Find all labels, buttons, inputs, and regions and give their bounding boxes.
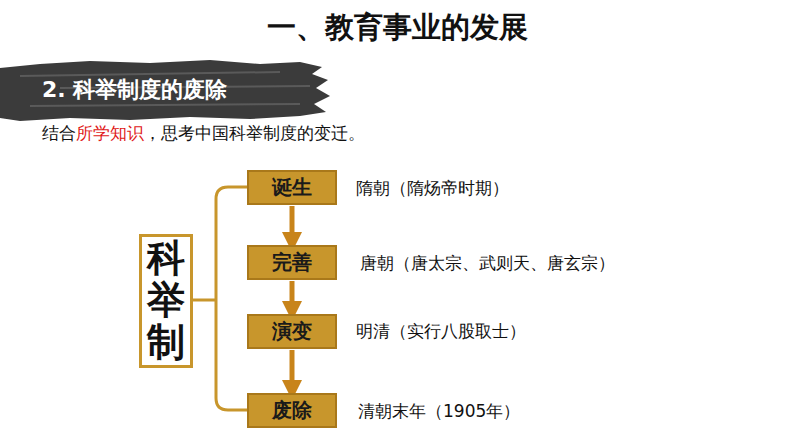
flow-arrow: [290, 281, 295, 312]
flow-arrow: [290, 206, 295, 243]
brush-banner: 2. 科举制度的废除: [0, 58, 330, 122]
period-note: 清朝末年（1905年）: [358, 400, 520, 423]
slide-title: 一、教育事业的发展: [0, 8, 794, 48]
stage-label: 诞生: [272, 174, 312, 201]
stage-box: 诞生: [247, 170, 337, 205]
instruction-text: 结合: [42, 123, 76, 143]
vertical-label: 科举制: [147, 238, 185, 363]
period-note: 隋朝（隋炀帝时期）: [356, 177, 509, 200]
brace-bracket: [192, 187, 247, 410]
main-box: 科举制: [139, 234, 193, 368]
stage-box: 演变: [247, 314, 337, 349]
stage-label: 完善: [272, 249, 312, 276]
stage-box: 完善: [247, 245, 337, 280]
instruction-text: ，思考中国科举制度的变迁。: [144, 123, 365, 143]
stage-box: 废除: [247, 393, 337, 428]
section-heading: 2. 科举制度的废除: [0, 75, 227, 105]
period-note: 明清（实行八股取士）: [356, 320, 526, 343]
period-note: 唐朝（唐太宗、武则天、唐玄宗）: [360, 252, 615, 275]
instruction-line: 结合所学知识，思考中国科举制度的变迁。: [42, 122, 365, 145]
stage-label: 废除: [272, 397, 312, 424]
highlight-text: 所学知识: [76, 123, 144, 143]
stage-label: 演变: [272, 318, 312, 345]
flow-arrow: [290, 350, 295, 391]
